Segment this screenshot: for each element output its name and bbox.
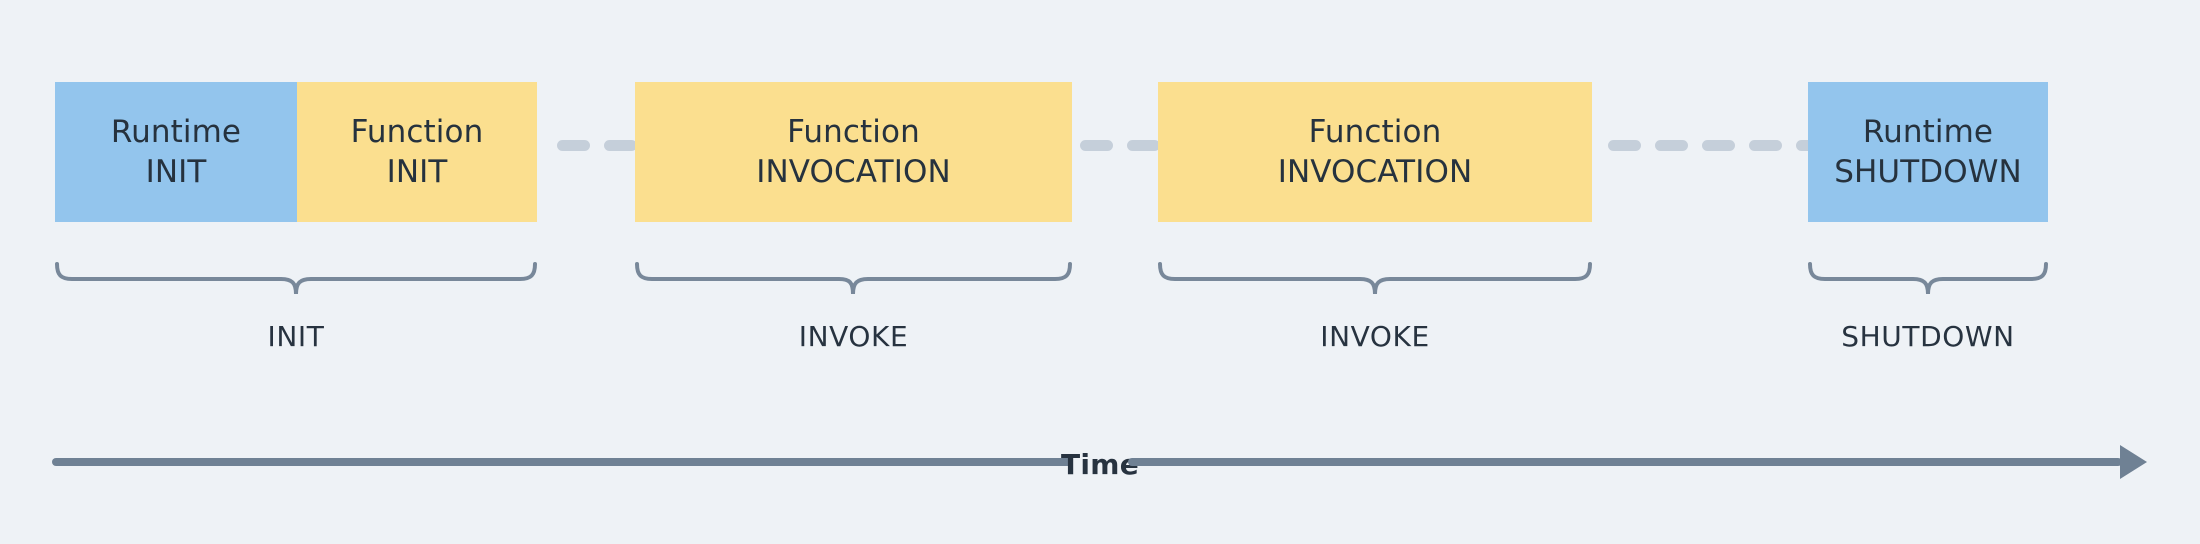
phase-label-init: INIT	[267, 320, 325, 353]
block-label-line2: SHUTDOWN	[1834, 154, 2022, 190]
time-axis-label: Time	[1060, 448, 1140, 481]
block-label-line1: Function	[787, 113, 920, 150]
connector-dashes-2	[1080, 140, 1160, 151]
dash-segment	[1127, 140, 1160, 151]
block-label-line2: INVOCATION	[1277, 154, 1473, 190]
block-label-line2: INVOCATION	[756, 154, 951, 190]
brace-path-invoke-1	[635, 262, 1072, 295]
time-axis-line-right	[1128, 458, 2122, 466]
connector-dashes-1	[557, 140, 637, 151]
time-axis-line-left	[52, 458, 1072, 466]
phase-label-invoke-1: INVOKE	[798, 320, 909, 353]
brace-path-invoke-2	[1158, 262, 1592, 295]
block-function-invocation-1: Function INVOCATION	[635, 82, 1072, 222]
dash-segment	[1655, 140, 1688, 151]
dash-segment	[604, 140, 637, 151]
brace-path-init	[55, 262, 537, 295]
brace-init	[55, 262, 537, 304]
block-label-line2: INIT	[386, 154, 448, 190]
brace-path-shutdown	[1808, 262, 2048, 295]
block-function-init: Function INIT	[297, 82, 537, 222]
dash-segment	[557, 140, 590, 151]
block-runtime-shutdown: Runtime SHUTDOWN	[1808, 82, 2048, 222]
phase-label-shutdown: SHUTDOWN	[1841, 320, 2015, 353]
phase-label-invoke-2: INVOKE	[1320, 320, 1430, 353]
dash-segment	[1080, 140, 1113, 151]
dash-segment	[1608, 140, 1641, 151]
block-label-line1: Function	[350, 113, 484, 150]
block-label-line2: INIT	[145, 154, 207, 190]
brace-shutdown	[1808, 262, 2048, 304]
block-runtime-init: Runtime INIT	[55, 82, 297, 222]
brace-invoke-2	[1158, 262, 1592, 304]
block-label-line1: Runtime	[110, 113, 242, 150]
dash-segment	[1702, 140, 1735, 151]
block-label-line1: Runtime	[1862, 113, 1994, 150]
block-function-invocation-2: Function INVOCATION	[1158, 82, 1592, 222]
time-axis-arrowhead-icon	[2120, 445, 2147, 479]
dash-segment	[1749, 140, 1782, 151]
connector-dashes-3	[1608, 140, 1829, 151]
block-label-line1: Function	[1308, 113, 1442, 150]
brace-invoke-1	[635, 262, 1072, 304]
